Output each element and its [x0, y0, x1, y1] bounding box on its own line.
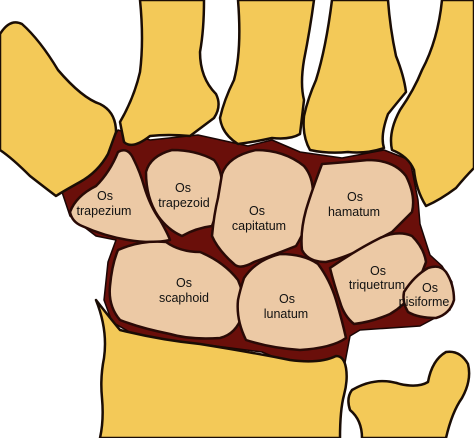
ulna	[347, 350, 471, 438]
metacarpal-thumb	[0, 21, 118, 198]
label-triquetrum-name: triquetrum	[349, 278, 405, 292]
label-scaphoid-os: Os	[176, 276, 192, 290]
label-trapezoid-name: trapezoid	[158, 196, 209, 210]
label-triquetrum-os: Os	[370, 264, 386, 278]
metacarpal-ring	[302, 0, 408, 154]
label-hamatum-os: Os	[347, 190, 363, 204]
label-pisiforme-name: pisiforme	[399, 295, 450, 309]
radius	[94, 298, 348, 438]
label-hamatum-name: hamatum	[328, 205, 380, 219]
label-trapezoid-os: Os	[175, 181, 191, 195]
bone-lunatum	[236, 252, 348, 352]
label-lunatum-name: lunatum	[264, 307, 308, 321]
metacarpal-index	[118, 0, 220, 147]
label-pisiforme-os: Os	[422, 281, 438, 295]
label-capitatum-name: capitatum	[232, 219, 286, 233]
bone-pisiforme	[402, 265, 456, 320]
label-capitatum-os: Os	[249, 204, 265, 218]
label-trapezium-name: trapezium	[77, 204, 132, 218]
metacarpal-middle	[218, 0, 316, 146]
metacarpal-little	[389, 0, 474, 208]
label-trapezium-os: Os	[97, 189, 113, 203]
label-lunatum-os: Os	[279, 292, 295, 306]
bone-scaphoid	[108, 240, 245, 340]
label-scaphoid-name: scaphoid	[159, 291, 209, 305]
